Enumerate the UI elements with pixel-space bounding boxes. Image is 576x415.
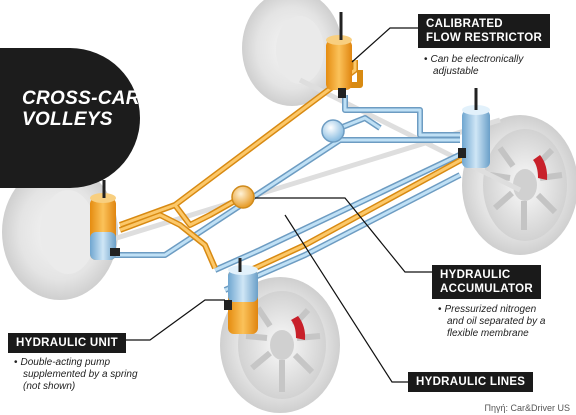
accumulator-sphere-orange bbox=[231, 185, 255, 209]
label-accumulator-line-1: HYDRAULIC bbox=[440, 269, 511, 281]
note-hydraulic-unit: •Double-acting pump supplemented by a sp… bbox=[14, 357, 138, 393]
title: CROSS-CAR VOLLEYS bbox=[22, 88, 140, 130]
accumulator-sphere-blue bbox=[321, 119, 345, 143]
label-hydraulic-lines-line-1: HYDRAULIC LINES bbox=[416, 376, 526, 388]
note-accumulator-line-2: and oil separated by a bbox=[447, 316, 546, 327]
label-flow-restrictor-line-2: FLOW RESTRICTOR bbox=[426, 32, 543, 44]
title-line-1: CROSS-CAR bbox=[22, 88, 140, 109]
note-accumulator-line-1: Pressurized nitrogen bbox=[444, 304, 537, 315]
cylinder-rear-left bbox=[90, 180, 120, 260]
cylinder-front-left bbox=[326, 12, 352, 98]
note-hydraulic-unit-line-1: Double-acting pump bbox=[20, 357, 111, 368]
note-hydraulic-unit-line-2: supplemented by a spring bbox=[23, 369, 138, 380]
hydraulic-lines-orange-highlight bbox=[119, 60, 471, 277]
label-hydraulic-lines: HYDRAULIC LINES bbox=[408, 372, 534, 392]
bullet: • bbox=[424, 54, 428, 65]
label-hydraulic-unit-line-1: HYDRAULIC UNIT bbox=[16, 337, 118, 349]
note-accumulator: •Pressurized nitrogen and oil separated … bbox=[438, 304, 545, 340]
note-flow-restrictor-line-1: Can be electronically bbox=[430, 54, 524, 65]
label-flow-restrictor-line-1: CALIBRATED bbox=[426, 18, 503, 30]
label-accumulator: HYDRAULIC ACCUMULATOR bbox=[432, 265, 541, 299]
bullet: • bbox=[14, 357, 18, 368]
note-flow-restrictor: •Can be electronically adjustable bbox=[424, 54, 523, 78]
wheel-front-right bbox=[462, 115, 576, 255]
wheel-front-left bbox=[242, 0, 342, 106]
cylinder-front-right bbox=[458, 88, 490, 168]
hydraulic-lines-blue-highlight bbox=[110, 95, 471, 292]
label-accumulator-line-2: ACCUMULATOR bbox=[440, 283, 533, 295]
source-credit: Πηγή: Car&Driver US bbox=[484, 403, 570, 413]
cylinder-rear-right bbox=[224, 258, 258, 334]
bullet: • bbox=[438, 304, 442, 315]
note-flow-restrictor-line-2: adjustable bbox=[433, 66, 479, 77]
note-hydraulic-unit-line-3: (not shown) bbox=[23, 381, 76, 392]
label-flow-restrictor: CALIBRATED FLOW RESTRICTOR bbox=[418, 14, 551, 48]
title-badge bbox=[0, 48, 140, 188]
label-hydraulic-unit: HYDRAULIC UNIT bbox=[8, 333, 126, 353]
note-accumulator-line-3: flexible membrane bbox=[447, 328, 529, 339]
wheel-rear-left bbox=[2, 164, 118, 300]
title-line-2: VOLLEYS bbox=[22, 109, 113, 130]
